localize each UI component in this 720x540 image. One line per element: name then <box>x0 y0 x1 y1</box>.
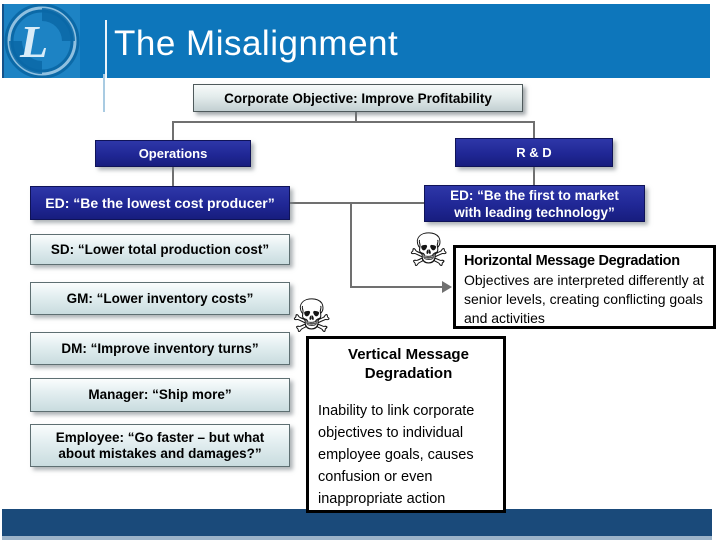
vertical-degradation-callout: Vertical Message Degradation Inability t… <box>306 336 506 513</box>
skull-crossbones-icon: ☠ <box>408 223 450 277</box>
employee-box: Employee: “Go faster – but what about mi… <box>30 424 290 467</box>
ed-left-box: ED: “Be the lowest cost producer” <box>30 186 290 220</box>
vertical-degradation-title-line2: Degradation <box>364 365 453 382</box>
connector-horizontal-split <box>172 121 534 123</box>
ed-right-box: ED: “Be the first to market with leading… <box>424 185 645 222</box>
header-bar: L <box>2 4 710 78</box>
horizontal-degradation-title: Horizontal Message Degradation <box>464 253 680 269</box>
svg-text:L: L <box>19 16 48 67</box>
title-separator-line-tail <box>103 74 105 112</box>
skull-crossbones-icon: ☠ <box>291 289 333 343</box>
connector-to-operations <box>172 121 174 140</box>
sd-box: SD: “Lower total production cost” <box>30 234 290 265</box>
gm-box: GM: “Lower inventory costs” <box>30 282 290 315</box>
manager-box: Manager: “Ship more” <box>30 378 290 412</box>
corporate-objective-box: Corporate Objective: Improve Profitabili… <box>193 84 523 112</box>
rnd-box: R & D <box>455 138 613 167</box>
connector-corporate-down <box>355 112 357 122</box>
connector-operations-ed <box>172 167 174 186</box>
horizontal-degradation-body: Objectives are interpreted differently a… <box>464 272 705 326</box>
vertical-degradation-body: Inability to link corporate objectives t… <box>318 403 475 507</box>
connector-ed-ed <box>290 202 424 204</box>
dm-box: DM: “Improve inventory turns” <box>30 332 290 365</box>
connector-arrow-shaft <box>351 286 443 288</box>
connector-to-rnd <box>533 121 535 140</box>
connector-rnd-ed <box>533 167 535 185</box>
connector-mid-down <box>350 202 352 288</box>
operations-box: Operations <box>95 140 251 167</box>
page-title: The Misalignment <box>114 24 399 63</box>
ed-right-line2: with leading technology” <box>454 204 615 220</box>
leyland-swirl-logo-icon: L <box>2 4 80 78</box>
ed-right-line1: ED: “Be the first to market <box>450 187 619 203</box>
footer-bar <box>2 509 712 536</box>
footer-bar-edge <box>2 536 712 540</box>
arrow-right-icon <box>442 281 452 293</box>
logo: L <box>2 4 80 78</box>
horizontal-degradation-callout: Horizontal Message Degradation Objective… <box>453 245 716 329</box>
title-separator-line <box>105 20 107 78</box>
vertical-degradation-title-line1: Vertical Message <box>348 346 469 363</box>
